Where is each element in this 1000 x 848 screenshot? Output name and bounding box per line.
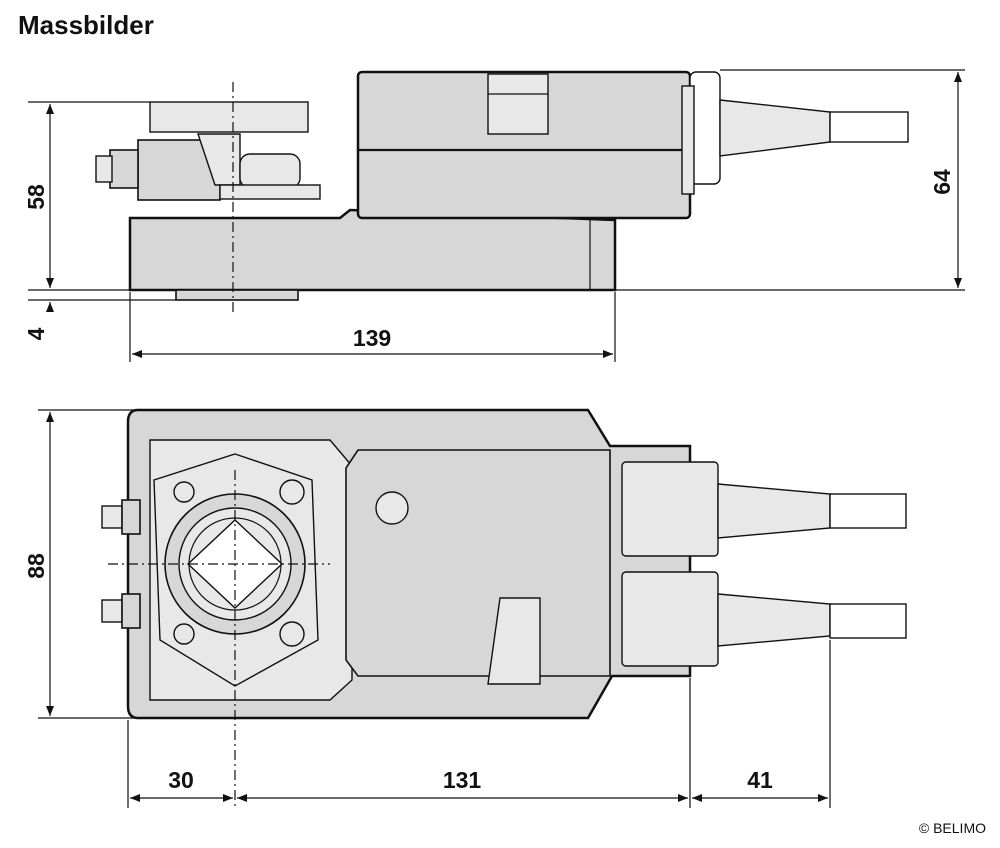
page-title: Massbilder: [18, 10, 154, 40]
dim-label-131: 131: [443, 767, 482, 793]
lever: [487, 597, 541, 685]
dim-label-41: 41: [747, 767, 773, 793]
cover-plate: [345, 449, 611, 677]
top-view: [38, 408, 907, 808]
bolt: [109, 149, 139, 189]
dim-label-88: 88: [23, 553, 49, 579]
side-view: [28, 69, 965, 362]
connector-bottom: [621, 571, 719, 667]
actuator-base: [128, 208, 617, 292]
flange: [175, 289, 299, 301]
dim-label-30: 30: [168, 767, 194, 793]
cable: [829, 111, 909, 143]
dim-label-139: 139: [353, 325, 391, 351]
adjust-knob: [375, 491, 409, 525]
housing-tab: [487, 73, 549, 135]
copyright-text: © BELIMO: [918, 820, 986, 836]
connector-top: [621, 461, 719, 557]
clamp-plate: [149, 101, 309, 133]
dim-label-4: 4: [23, 327, 49, 340]
cable-cone: [719, 99, 831, 157]
dim-label-64: 64: [929, 169, 955, 195]
dim-label-58: 58: [23, 184, 49, 210]
